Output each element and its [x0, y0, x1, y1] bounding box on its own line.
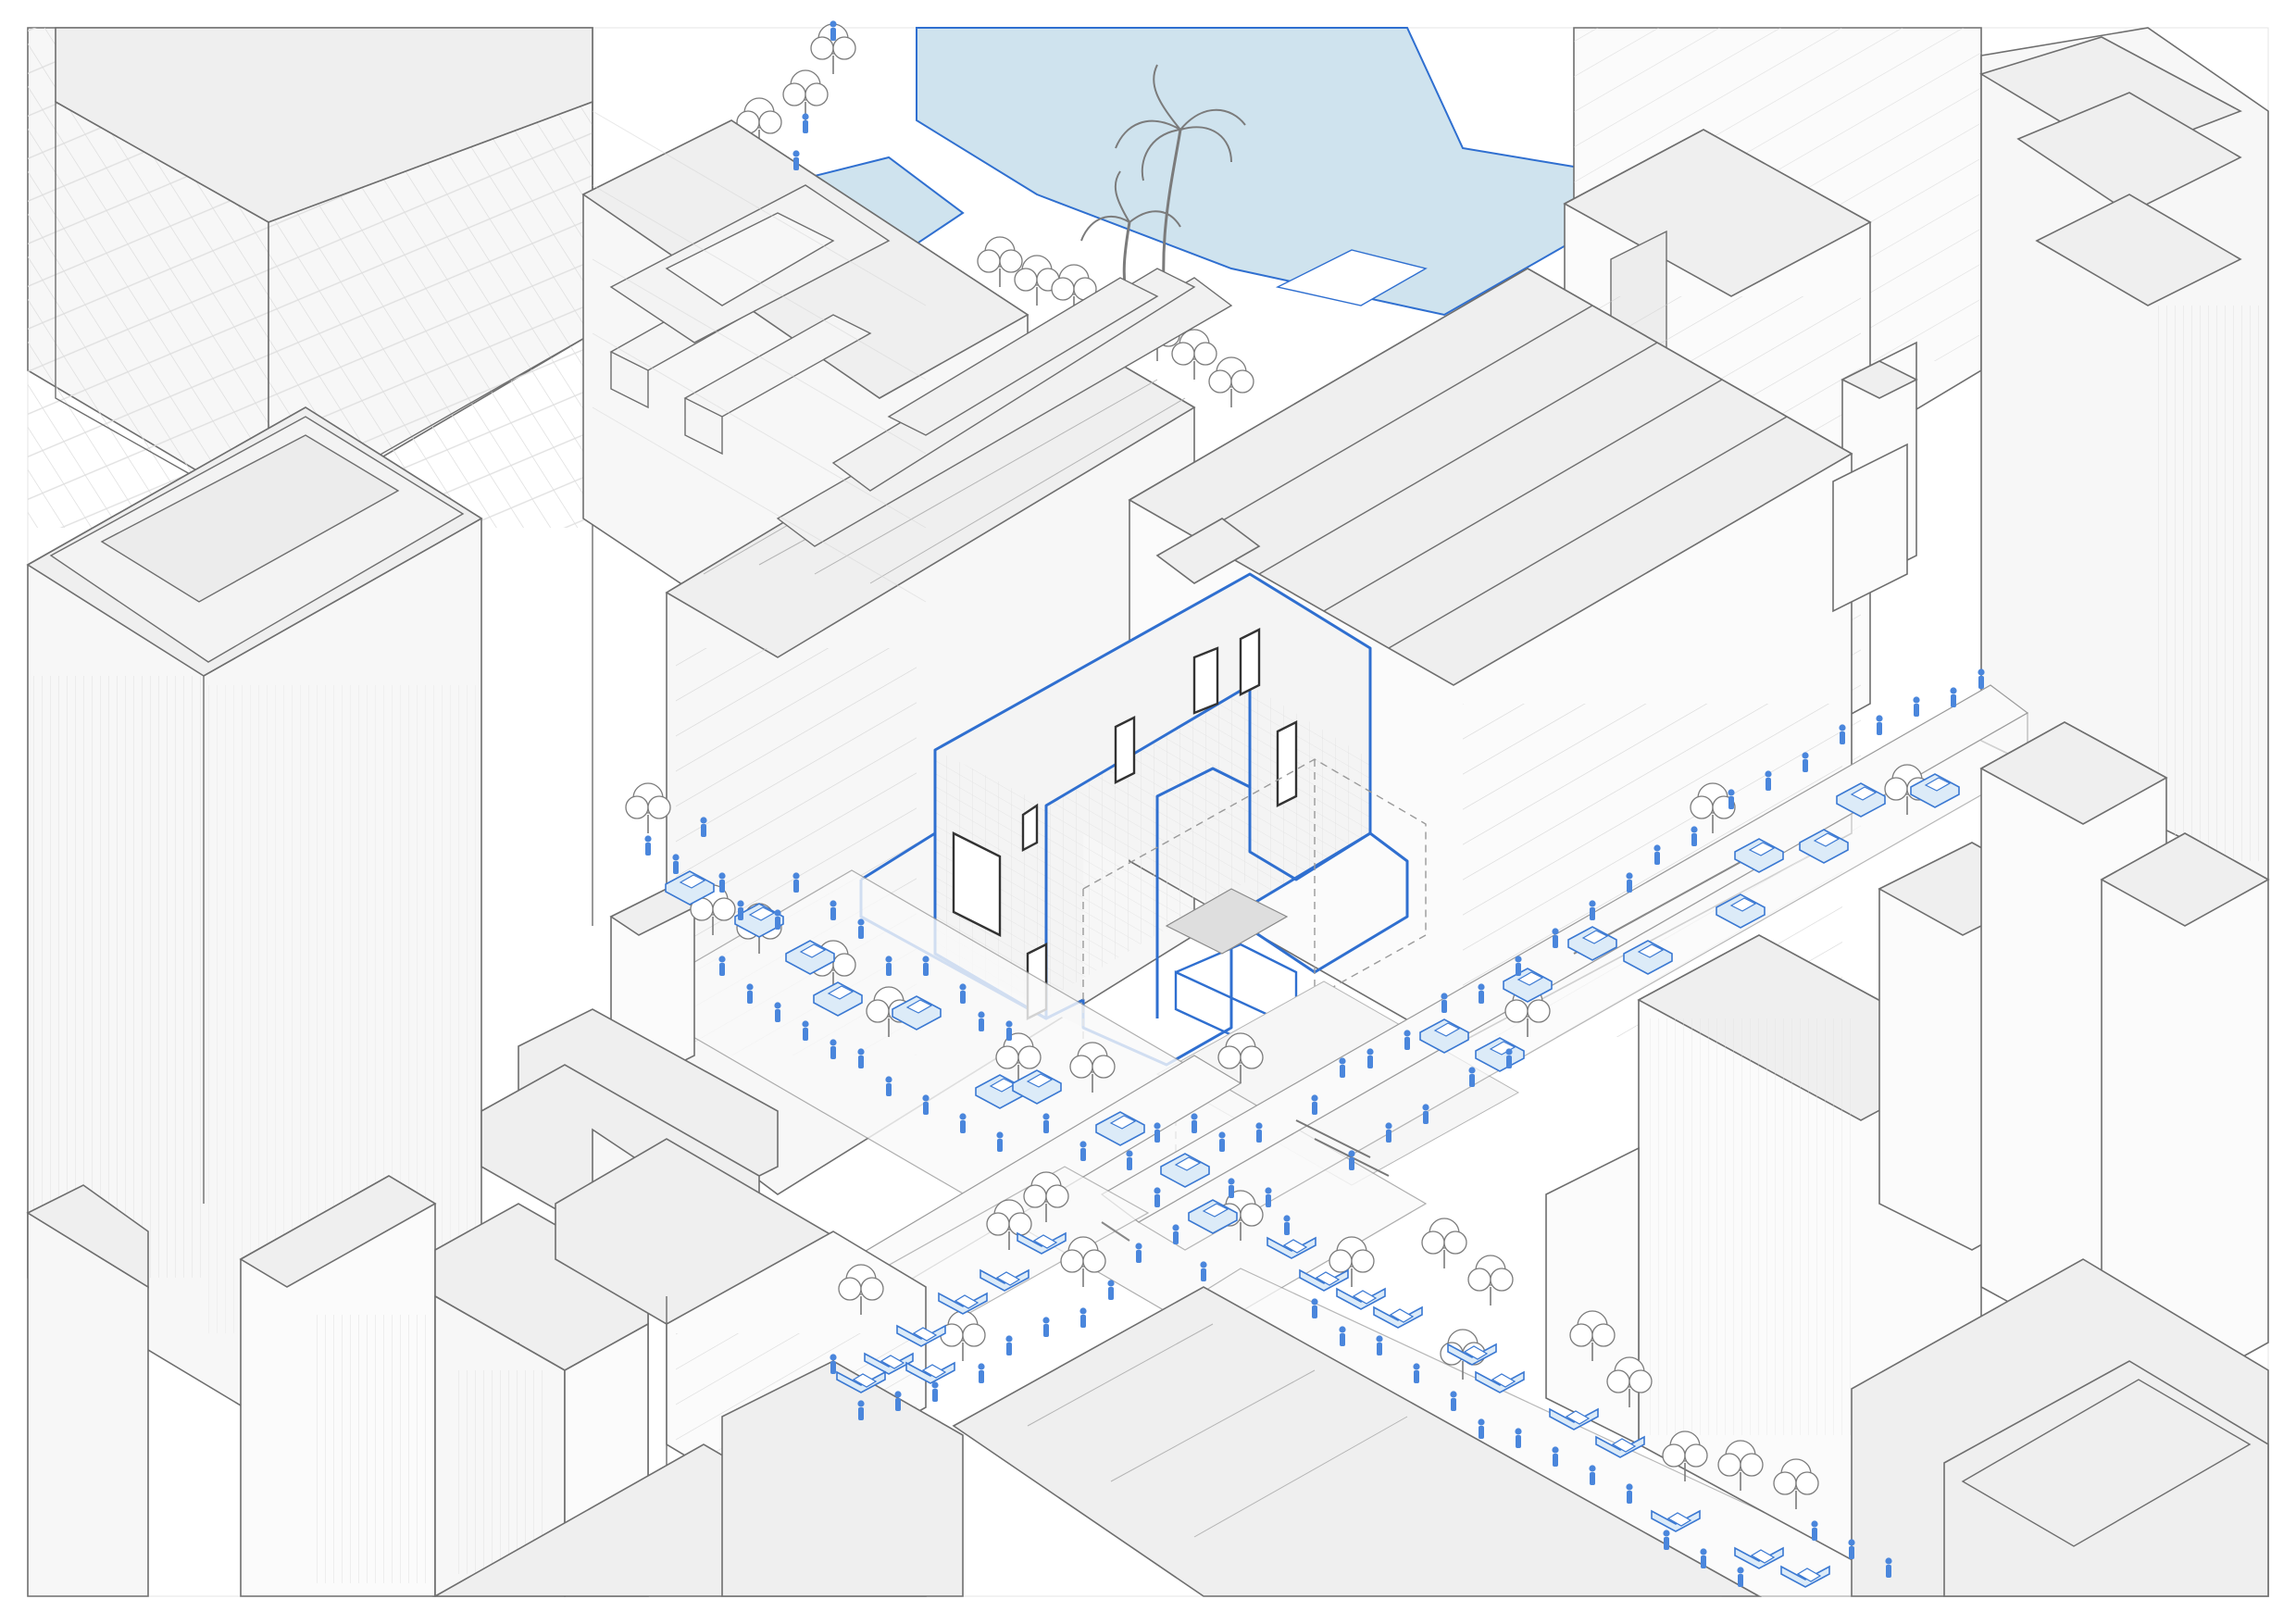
facade-grid [592, 110, 927, 603]
building-bottom-center [431, 1286, 1763, 1597]
building-right-lower [1545, 721, 2270, 1597]
building-bottom-left [26, 1175, 437, 1597]
tower-top-left [27, 27, 593, 926]
highlighted-building [859, 572, 1427, 1167]
